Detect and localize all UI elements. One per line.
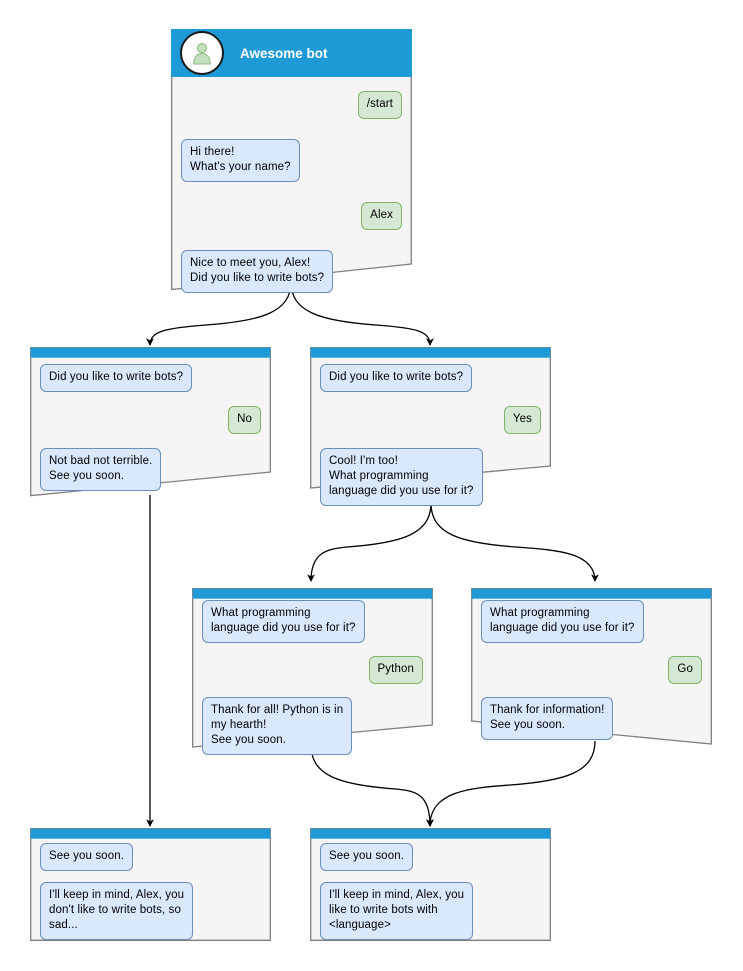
end-card-sad[interactable]: See you soon. I'll keep in mind, Alex, y… [30,828,271,941]
message-row: /start [171,91,412,119]
edge-yes-to-python [307,502,432,583]
bot-message-bubble[interactable]: See you soon. [320,843,414,871]
message-row: Alex [171,202,412,230]
end-card-happy[interactable]: See you soon. I'll keep in mind, Alex, y… [310,828,551,941]
branch-go-card-body: What programming language did you use fo… [471,599,712,740]
branch-card-no[interactable]: Did you like to write bots? No Not bad n… [30,347,271,497]
end-happy-card-body: See you soon. I'll keep in mind, Alex, y… [310,839,551,940]
user-message-bubble[interactable]: Yes [503,406,541,434]
message-row: See you soon. [310,843,551,871]
message-row: No [30,406,271,434]
message-row: Hi there! What's your name? [171,139,412,182]
bot-message-bubble[interactable]: Thank for information! See you soon. [481,697,614,740]
branch-card-go[interactable]: What programming language did you use fo… [471,588,712,745]
message-row: Did you like to write bots? [30,364,271,392]
root-card-title: Awesome bot [240,45,328,61]
branch-python-card-body: What programming language did you use fo… [192,599,433,755]
branch-no-card-body: Did you like to write bots? No Not bad n… [30,358,271,491]
user-message-bubble[interactable]: Alex [361,202,402,230]
bot-message-bubble[interactable]: Did you like to write bots? [40,364,193,392]
bot-message-bubble[interactable]: Cool! I'm too! What programming language… [320,448,483,506]
edge-go-to-happy [426,740,596,828]
root-card-header: Awesome bot [171,29,412,77]
bot-message-bubble[interactable]: Thank for all! Python is in my hearth! S… [202,697,353,755]
bot-message-bubble[interactable]: Did you like to write bots? [320,364,473,392]
message-row: What programming language did you use fo… [192,600,433,643]
branch-card-yes[interactable]: Did you like to write bots? Yes Cool! I'… [310,347,551,506]
user-message-bubble[interactable]: Python [368,656,423,684]
bot-message-bubble[interactable]: See you soon. [40,843,134,871]
message-row: Python [192,656,433,684]
end-sad-card-body: See you soon. I'll keep in mind, Alex, y… [30,839,271,940]
bot-message-bubble[interactable]: Nice to meet you, Alex! Did you like to … [181,250,334,293]
user-avatar-icon [180,31,224,75]
user-message-bubble[interactable]: Go [668,656,702,684]
bot-message-bubble[interactable]: I'll keep in mind, Alex, you don't like … [40,882,194,940]
message-row: I'll keep in mind, Alex, you don't like … [30,882,271,940]
message-row: Go [471,656,712,684]
bot-message-bubble[interactable]: Not bad not terrible. See you soon. [40,448,162,491]
user-message-bubble[interactable]: No [228,406,261,434]
edge-python-to-happy [310,744,434,828]
bot-message-bubble[interactable]: Hi there! What's your name? [181,139,300,182]
message-row: See you soon. [30,843,271,871]
root-chat-card[interactable]: Awesome bot /start Hi there! What's your… [171,29,412,293]
message-row: Thank for all! Python is in my hearth! S… [192,697,433,755]
message-row: Did you like to write bots? [310,364,551,392]
root-card-body: /start Hi there! What's your name? Alex … [171,77,412,293]
branch-yes-card-body: Did you like to write bots? Yes Cool! I'… [310,358,551,506]
message-row: I'll keep in mind, Alex, you like to wri… [310,882,551,940]
bot-message-bubble[interactable]: What programming language did you use fo… [481,600,644,643]
message-row: What programming language did you use fo… [471,600,712,643]
bot-message-bubble[interactable]: I'll keep in mind, Alex, you like to wri… [320,882,474,940]
message-row: Not bad not terrible. See you soon. [30,448,271,491]
message-row: Nice to meet you, Alex! Did you like to … [171,250,412,293]
branch-card-python[interactable]: What programming language did you use fo… [192,588,433,755]
message-row: Cool! I'm too! What programming language… [310,448,551,506]
message-row: Thank for information! See you soon. [471,697,712,740]
user-message-bubble[interactable]: /start [357,91,402,119]
bot-message-bubble[interactable]: What programming language did you use fo… [202,600,365,643]
message-row: Yes [310,406,551,434]
edge-yes-to-go [430,502,599,583]
